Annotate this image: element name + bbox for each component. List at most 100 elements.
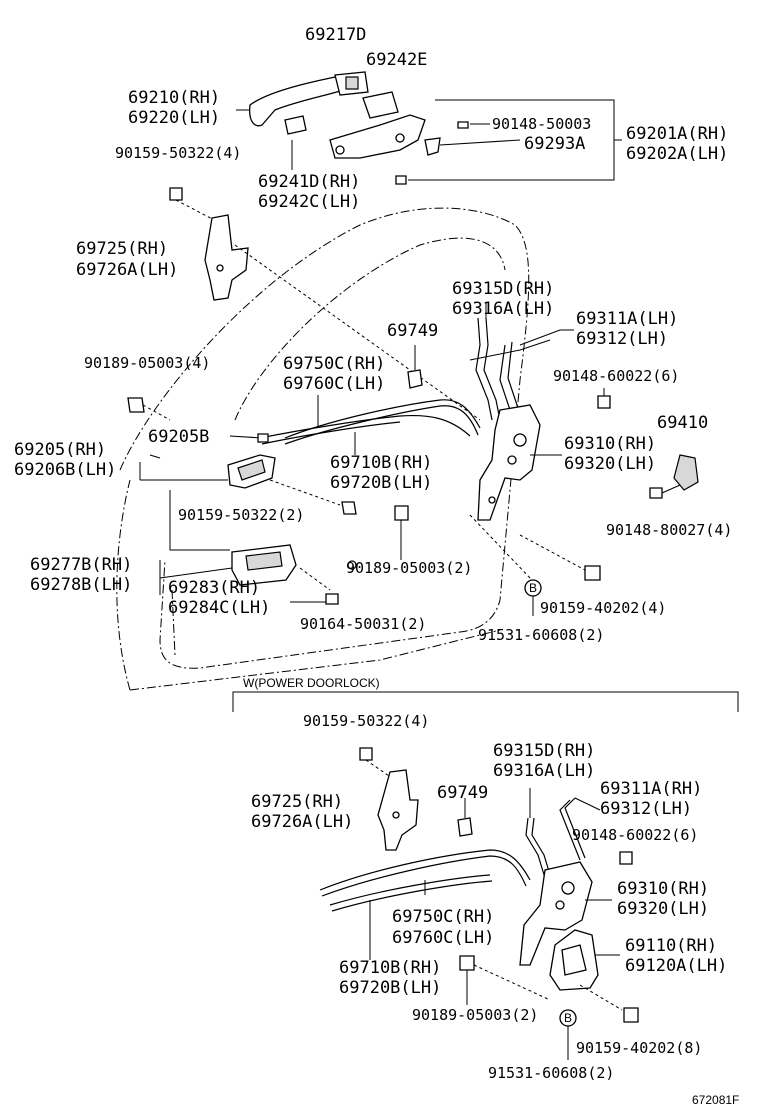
handle-gasket <box>362 91 399 119</box>
label-69312-top: 69312(LH) <box>576 329 668 349</box>
label-90189-05003-2-top: 90189-05003(2) <box>346 559 472 577</box>
label-b-69316a: 69316A(LH) <box>493 761 595 781</box>
door-lock-bottom <box>519 851 633 966</box>
label-b-91531: 91531-60608(2) <box>488 1064 614 1082</box>
label-b-69320: 69320(LH) <box>617 899 709 919</box>
screw-90159-40202-8 <box>623 1007 639 1023</box>
label-b-69749: 69749 <box>437 783 488 803</box>
label-69241d: 69241D(RH) <box>258 172 360 192</box>
label-90159-40202-4: 90159-40202(4) <box>540 599 666 617</box>
door-outline <box>116 207 530 691</box>
label-90159-50322-top: 90159-50322(4) <box>115 144 241 162</box>
label-69750c-top: 69750C(RH) <box>283 354 385 374</box>
label-b-69726a: 69726A(LH) <box>251 812 353 832</box>
label-69760c-top: 69760C(LH) <box>283 374 385 394</box>
label-b-69310: 69310(RH) <box>617 879 709 899</box>
clip-69749-bottom <box>457 798 473 837</box>
label-b-69110: 69110(RH) <box>625 936 717 956</box>
label-69311a-top: 69311A(LH) <box>576 309 678 329</box>
label-b-90159-40202: 90159-40202(8) <box>576 1039 702 1057</box>
label-b-90189-05003: 90189-05003(2) <box>412 1006 538 1024</box>
cables-top <box>229 395 481 455</box>
screw-90148 <box>457 121 469 129</box>
handle-pad <box>284 115 307 135</box>
lock-bracket-top <box>204 214 481 421</box>
callout-b-top-letter: B <box>529 581 537 595</box>
label-69315d-top: 69315D(RH) <box>452 279 554 299</box>
outside-handle-group <box>249 71 469 185</box>
lock-cylinder-bracket <box>424 137 441 156</box>
label-90148-50003: 90148-50003 <box>492 115 591 133</box>
handle-frame <box>329 114 426 159</box>
callout-b-bottom: B <box>559 1009 577 1060</box>
actuator-69110 <box>549 929 623 1011</box>
label-69283: 69283(RH) <box>168 578 260 598</box>
callout-b-bottom-letter: B <box>564 1011 572 1025</box>
label-b-69315d: 69315D(RH) <box>493 741 595 761</box>
label-69710b-top: 69710B(RH) <box>330 453 432 473</box>
label-91531-top: 91531-60608(2) <box>478 626 604 644</box>
label-90148-80027: 90148-80027(4) <box>606 521 732 539</box>
label-69205b: 69205B <box>148 427 209 447</box>
label-69202a: 69202A(LH) <box>626 144 728 164</box>
label-90164-50031: 90164-50031(2) <box>300 615 426 633</box>
section-title-power-doorlock: W(POWER DOORLOCK) <box>243 676 380 690</box>
label-69410: 69410 <box>657 413 708 433</box>
screw-90159-top <box>169 187 219 223</box>
nut-90189-bottom <box>459 955 551 1005</box>
callout-b-top: B <box>524 579 542 616</box>
label-b-69312: 69312(LH) <box>600 799 692 819</box>
figure-code: 672081F <box>692 1093 739 1107</box>
label-69217d: 69217D <box>305 25 366 45</box>
cables-bottom <box>319 849 531 960</box>
label-69320-top: 69320(LH) <box>564 454 656 474</box>
label-b-90159-50322: 90159-50322(4) <box>303 712 429 730</box>
leader-lines-top <box>236 99 622 181</box>
label-69749-top: 69749 <box>387 321 438 341</box>
label-69726a-top: 69726A(LH) <box>76 260 178 280</box>
label-b-69760c: 69760C(LH) <box>392 928 494 948</box>
label-b-69720b: 69720B(LH) <box>339 978 441 998</box>
clip-69749-top <box>407 345 423 389</box>
label-b-69725: 69725(RH) <box>251 792 343 812</box>
frame-bolt-hole <box>335 145 345 155</box>
labels-top: 69217D 69242E 69210(RH) 69220(LH) 90148-… <box>14 25 732 644</box>
lock-rods-bottom <box>525 788 601 879</box>
label-b-69750c: 69750C(RH) <box>392 907 494 927</box>
label-b-69311a: 69311A(RH) <box>600 779 702 799</box>
label-69242e: 69242E <box>366 50 427 70</box>
label-b-90148-60022: 90148-60022(6) <box>572 826 698 844</box>
label-b-69710b: 69710B(RH) <box>339 958 441 978</box>
label-69316a-top: 69316A(LH) <box>452 299 554 319</box>
screw-90159-50322-2 <box>269 479 357 515</box>
label-69310-top: 69310(RH) <box>564 434 656 454</box>
label-69242c: 69242C(LH) <box>258 192 360 212</box>
screw-90189-4 <box>127 397 171 421</box>
label-90148-60022-top: 90148-60022(6) <box>553 367 679 385</box>
label-69725-top: 69725(RH) <box>76 239 168 259</box>
label-69278b: 69278B(LH) <box>30 575 132 595</box>
label-69201a: 69201A(RH) <box>626 124 728 144</box>
label-69205: 69205(RH) <box>14 440 106 460</box>
label-69206b: 69206B(LH) <box>14 460 116 480</box>
screw-90159-40202-4 <box>519 534 601 581</box>
label-69220: 69220(LH) <box>128 108 220 128</box>
nut-90189-05003-2-top <box>394 505 409 560</box>
label-69720b-top: 69720B(LH) <box>330 473 432 493</box>
label-69277b: 69277B(RH) <box>30 555 132 575</box>
screw-90148-60022-top <box>597 388 611 409</box>
lock-bracket-bottom <box>377 769 419 851</box>
frame-bolt-hole-2 <box>395 133 405 143</box>
label-69284c: 69284C(LH) <box>168 598 270 618</box>
label-69293a: 69293A <box>524 134 585 154</box>
lock-rods-top <box>469 302 574 421</box>
label-90159-50322-2: 90159-50322(2) <box>178 506 304 524</box>
label-90189-05003-4: 90189-05003(4) <box>84 354 210 372</box>
section-divider <box>232 691 739 712</box>
label-69210: 69210(RH) <box>128 88 220 108</box>
screw-90159-bottom <box>359 747 393 779</box>
labels-bottom: 90159-50322(4) 69315D(RH) 69316A(LH) 693… <box>251 712 727 1082</box>
label-b-69120a: 69120A(LH) <box>625 956 727 976</box>
